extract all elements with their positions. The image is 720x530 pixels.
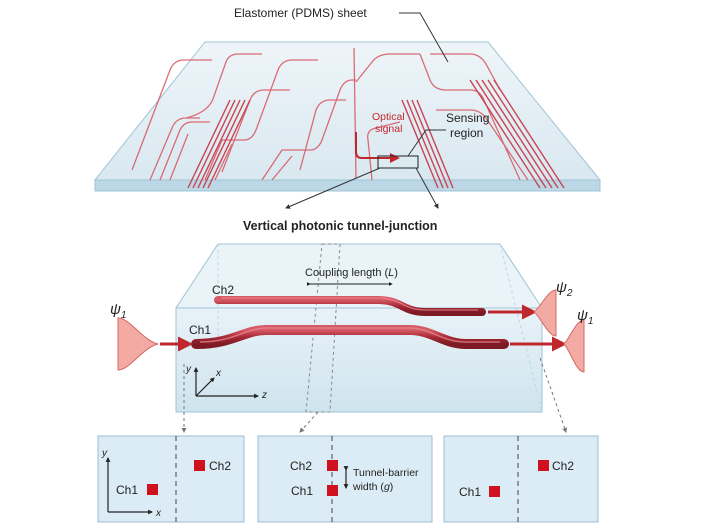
panel-input-ch1-label: Ch1	[116, 483, 138, 497]
ch1-waveguide	[191, 325, 509, 349]
panel-junction-box	[257, 435, 433, 523]
psi1-input-symbol: ψ	[110, 301, 121, 318]
panel-axis-x-label: x	[155, 508, 162, 519]
panel-output-ch1-label: Ch1	[459, 485, 481, 499]
zoom-arrow-left	[285, 167, 381, 209]
cross-section-panel-output: Ch2 Ch1	[443, 435, 599, 523]
sensing-region-box	[377, 155, 419, 169]
psi1-output-symbol: ψ	[577, 307, 588, 324]
coupling-length-symbol: L	[388, 267, 394, 279]
ch2-label-middle: Ch2	[212, 283, 234, 297]
ch1-waveguide-sheen	[199, 327, 500, 343]
block-axes: y x z	[185, 364, 267, 401]
psi1-input-subscript: 1	[121, 310, 127, 321]
psi1-output-label: ψ1	[577, 307, 593, 327]
leader-panel-right	[539, 357, 568, 433]
optical-signal-label-line2: signal	[375, 123, 402, 135]
psi1-input-label: ψ1	[110, 301, 126, 321]
cross-section-panel-junction: Ch2 Ch1 Tunnel-barrier width (g)	[257, 435, 433, 523]
psi2-output-label: ψ2	[556, 279, 573, 299]
panel-output-ch2-label: Ch2	[552, 459, 574, 473]
tunnel-barrier-close: )	[390, 481, 394, 493]
coupling-length-close: )	[394, 267, 398, 279]
optical-signal-arrow	[355, 132, 400, 163]
ch1-label-middle: Ch1	[189, 323, 211, 337]
sheet-top-face	[93, 41, 602, 181]
input-wavepacket	[117, 317, 159, 371]
zoom-arrow-right	[415, 167, 439, 209]
panel-output-ch1-square	[489, 486, 500, 497]
panel-output-ch2-square	[538, 460, 549, 471]
sheet-front-face	[94, 179, 601, 192]
panel-input-box	[97, 435, 245, 523]
cross-section-panel-input: Ch2 Ch1 y x	[97, 435, 245, 523]
coupling-length-text: Coupling length (	[305, 267, 389, 279]
output-wavepacket-psi2	[533, 289, 557, 337]
sensing-region-leader	[407, 129, 446, 157]
psi2-output-symbol: ψ	[556, 279, 567, 296]
panel-input-ch2-label: Ch2	[209, 459, 231, 473]
panel-input-ch1-square	[147, 484, 158, 495]
axis-x-label: x	[215, 368, 222, 379]
panel-output-box	[443, 435, 599, 523]
psi1-output-subscript: 1	[588, 316, 594, 327]
ch2-waveguide-sheen	[222, 297, 478, 311]
axis-x-arrow	[195, 377, 215, 397]
leader-panel-center	[299, 411, 319, 433]
tunnel-barrier-text: width (	[352, 481, 384, 493]
block-cut-plane	[305, 243, 341, 413]
junction-title: Vertical photonic tunnel-junction	[243, 219, 437, 233]
axis-y-label: y	[185, 364, 192, 375]
panel-junction-ch1-square	[327, 485, 338, 496]
tunnel-barrier-symbol: g	[384, 481, 390, 493]
coupling-length-label: Coupling length (L)	[305, 267, 398, 279]
tunnel-barrier-label-line1: Tunnel-barrier	[353, 467, 419, 479]
panel-axis-y-label: y	[101, 448, 108, 459]
axis-z-label: z	[261, 390, 267, 401]
sheet-label: Elastomer (PDMS) sheet	[234, 6, 367, 20]
optical-signal-label-line1: Optical	[372, 111, 405, 123]
panel-junction-ch1-label: Ch1	[291, 484, 313, 498]
panel-junction-ch2-label: Ch2	[290, 459, 312, 473]
psi2-output-subscript: 2	[566, 288, 573, 299]
sensing-region-label-line2: region	[450, 126, 483, 140]
tunnel-barrier-label-line2: width (g)	[352, 481, 393, 493]
sheet-waveguides	[131, 47, 529, 181]
panel-input-ch2-square	[194, 460, 205, 471]
output-wavepacket-psi1	[563, 319, 585, 373]
sensing-region-label-line1: Sensing	[446, 111, 489, 125]
sheet-waveguide-bundles	[187, 79, 565, 189]
block-hidden-edge-2	[499, 243, 543, 413]
panel-junction-ch2-square	[327, 460, 338, 471]
ch2-waveguide	[214, 296, 486, 316]
sheet-label-leader	[399, 12, 449, 63]
pdms-sheet	[93, 41, 602, 192]
